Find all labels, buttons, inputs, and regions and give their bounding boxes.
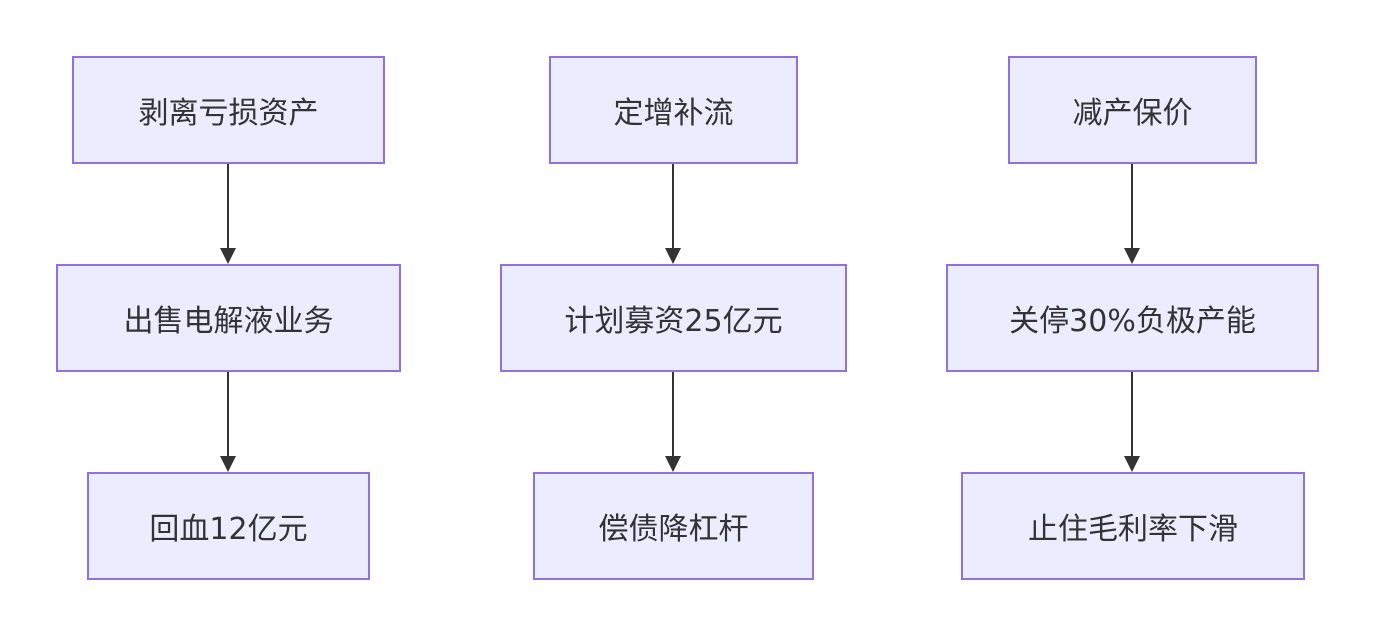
node-cut-production: 减产保价	[1008, 56, 1257, 164]
edge-c1-c2	[1124, 164, 1140, 264]
arrowhead-icon	[220, 456, 236, 472]
node-label: 剥离亏损资产	[138, 96, 319, 131]
node-deleverage: 偿债降杠杆	[533, 472, 814, 580]
edge-a2-a3	[220, 372, 236, 472]
node-strip-loss-assets: 剥离亏损资产	[72, 56, 385, 164]
edge-b1-b2	[665, 164, 681, 264]
node-private-placement: 定增补流	[549, 56, 798, 164]
node-fundraising-plan: 计划募资25亿元	[500, 264, 847, 372]
node-label: 出售电解液业务	[123, 304, 334, 339]
node-label: 计划募资25亿元	[564, 304, 783, 339]
node-recover-cash: 回血12亿元	[87, 472, 370, 580]
node-label: 关停30%负极产能	[1009, 304, 1256, 339]
node-label: 回血12亿元	[149, 512, 308, 547]
arrowhead-icon	[1124, 456, 1140, 472]
edge-c2-c3	[1124, 372, 1140, 472]
node-label: 减产保价	[1072, 96, 1193, 131]
edge-b2-b3	[665, 372, 681, 472]
node-label: 偿债降杠杆	[598, 512, 749, 547]
node-label: 止住毛利率下滑	[1028, 512, 1238, 547]
arrowhead-icon	[1124, 248, 1140, 264]
node-close-capacity: 关停30%负极产能	[946, 264, 1319, 372]
node-sell-electrolyte-business: 出售电解液业务	[56, 264, 401, 372]
arrowhead-icon	[665, 456, 681, 472]
arrowhead-icon	[665, 248, 681, 264]
node-label: 定增补流	[613, 96, 734, 131]
node-stop-margin-decline: 止住毛利率下滑	[961, 472, 1305, 580]
arrowhead-icon	[220, 248, 236, 264]
edge-a1-a2	[220, 164, 236, 264]
